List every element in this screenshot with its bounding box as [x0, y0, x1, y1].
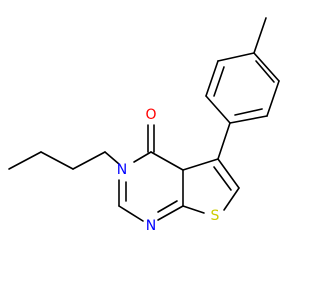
atom-label-sulfur: S: [211, 208, 220, 224]
carbonyl-group: [147, 124, 155, 153]
bond-ar5-ar6: [266, 80, 280, 117]
bond-ar1-ar2: [205, 95, 231, 124]
bond-c5-ar1: [217, 122, 231, 160]
bond-ar2-ar3-inner: [213, 66, 225, 97]
bond-c5-c6: [217, 158, 240, 189]
molecule-diagram: O N N S: [8, 17, 280, 234]
bond-c5-c6-inner: [213, 166, 232, 191]
bond-ar6-ar1: [229, 115, 268, 124]
bond-n1-c2: [118, 205, 144, 222]
pyrimidinone-ring: [118, 151, 184, 222]
bond-c7a-n1-inner: [157, 200, 178, 213]
atom-label-nitrogen-n1: N: [146, 218, 156, 234]
bond-n3-c4: [133, 151, 152, 163]
bond-c6-s: [223, 187, 240, 211]
bond-c4a-c5: [182, 158, 219, 171]
thiophene-ring: [182, 158, 240, 214]
bond-ar6-ar1-inner: [234, 108, 263, 116]
tolyl-ring: [205, 17, 280, 160]
atom-label-nitrogen-n3: N: [117, 162, 127, 178]
bond-c4-c4a: [150, 151, 184, 171]
bond-butyl-c2-c3: [40, 151, 74, 170]
bond-c7a-n1: [157, 205, 184, 221]
bond-ar3-ar4: [217, 52, 255, 62]
butyl-chain: [8, 151, 120, 170]
bond-ar4-methyl: [253, 17, 267, 54]
bond-butyl-c3-c4: [72, 151, 106, 170]
atom-label-oxygen: O: [145, 107, 156, 123]
bond-butyl-c1-c2: [8, 151, 42, 170]
bond-ar2-ar3: [205, 60, 219, 97]
bond-ar4-ar5: [253, 52, 280, 82]
bond-butyl-c4-n3: [104, 151, 120, 165]
bond-s-c7a: [182, 205, 205, 214]
bond-ar4-ar5-inner: [255, 60, 275, 83]
